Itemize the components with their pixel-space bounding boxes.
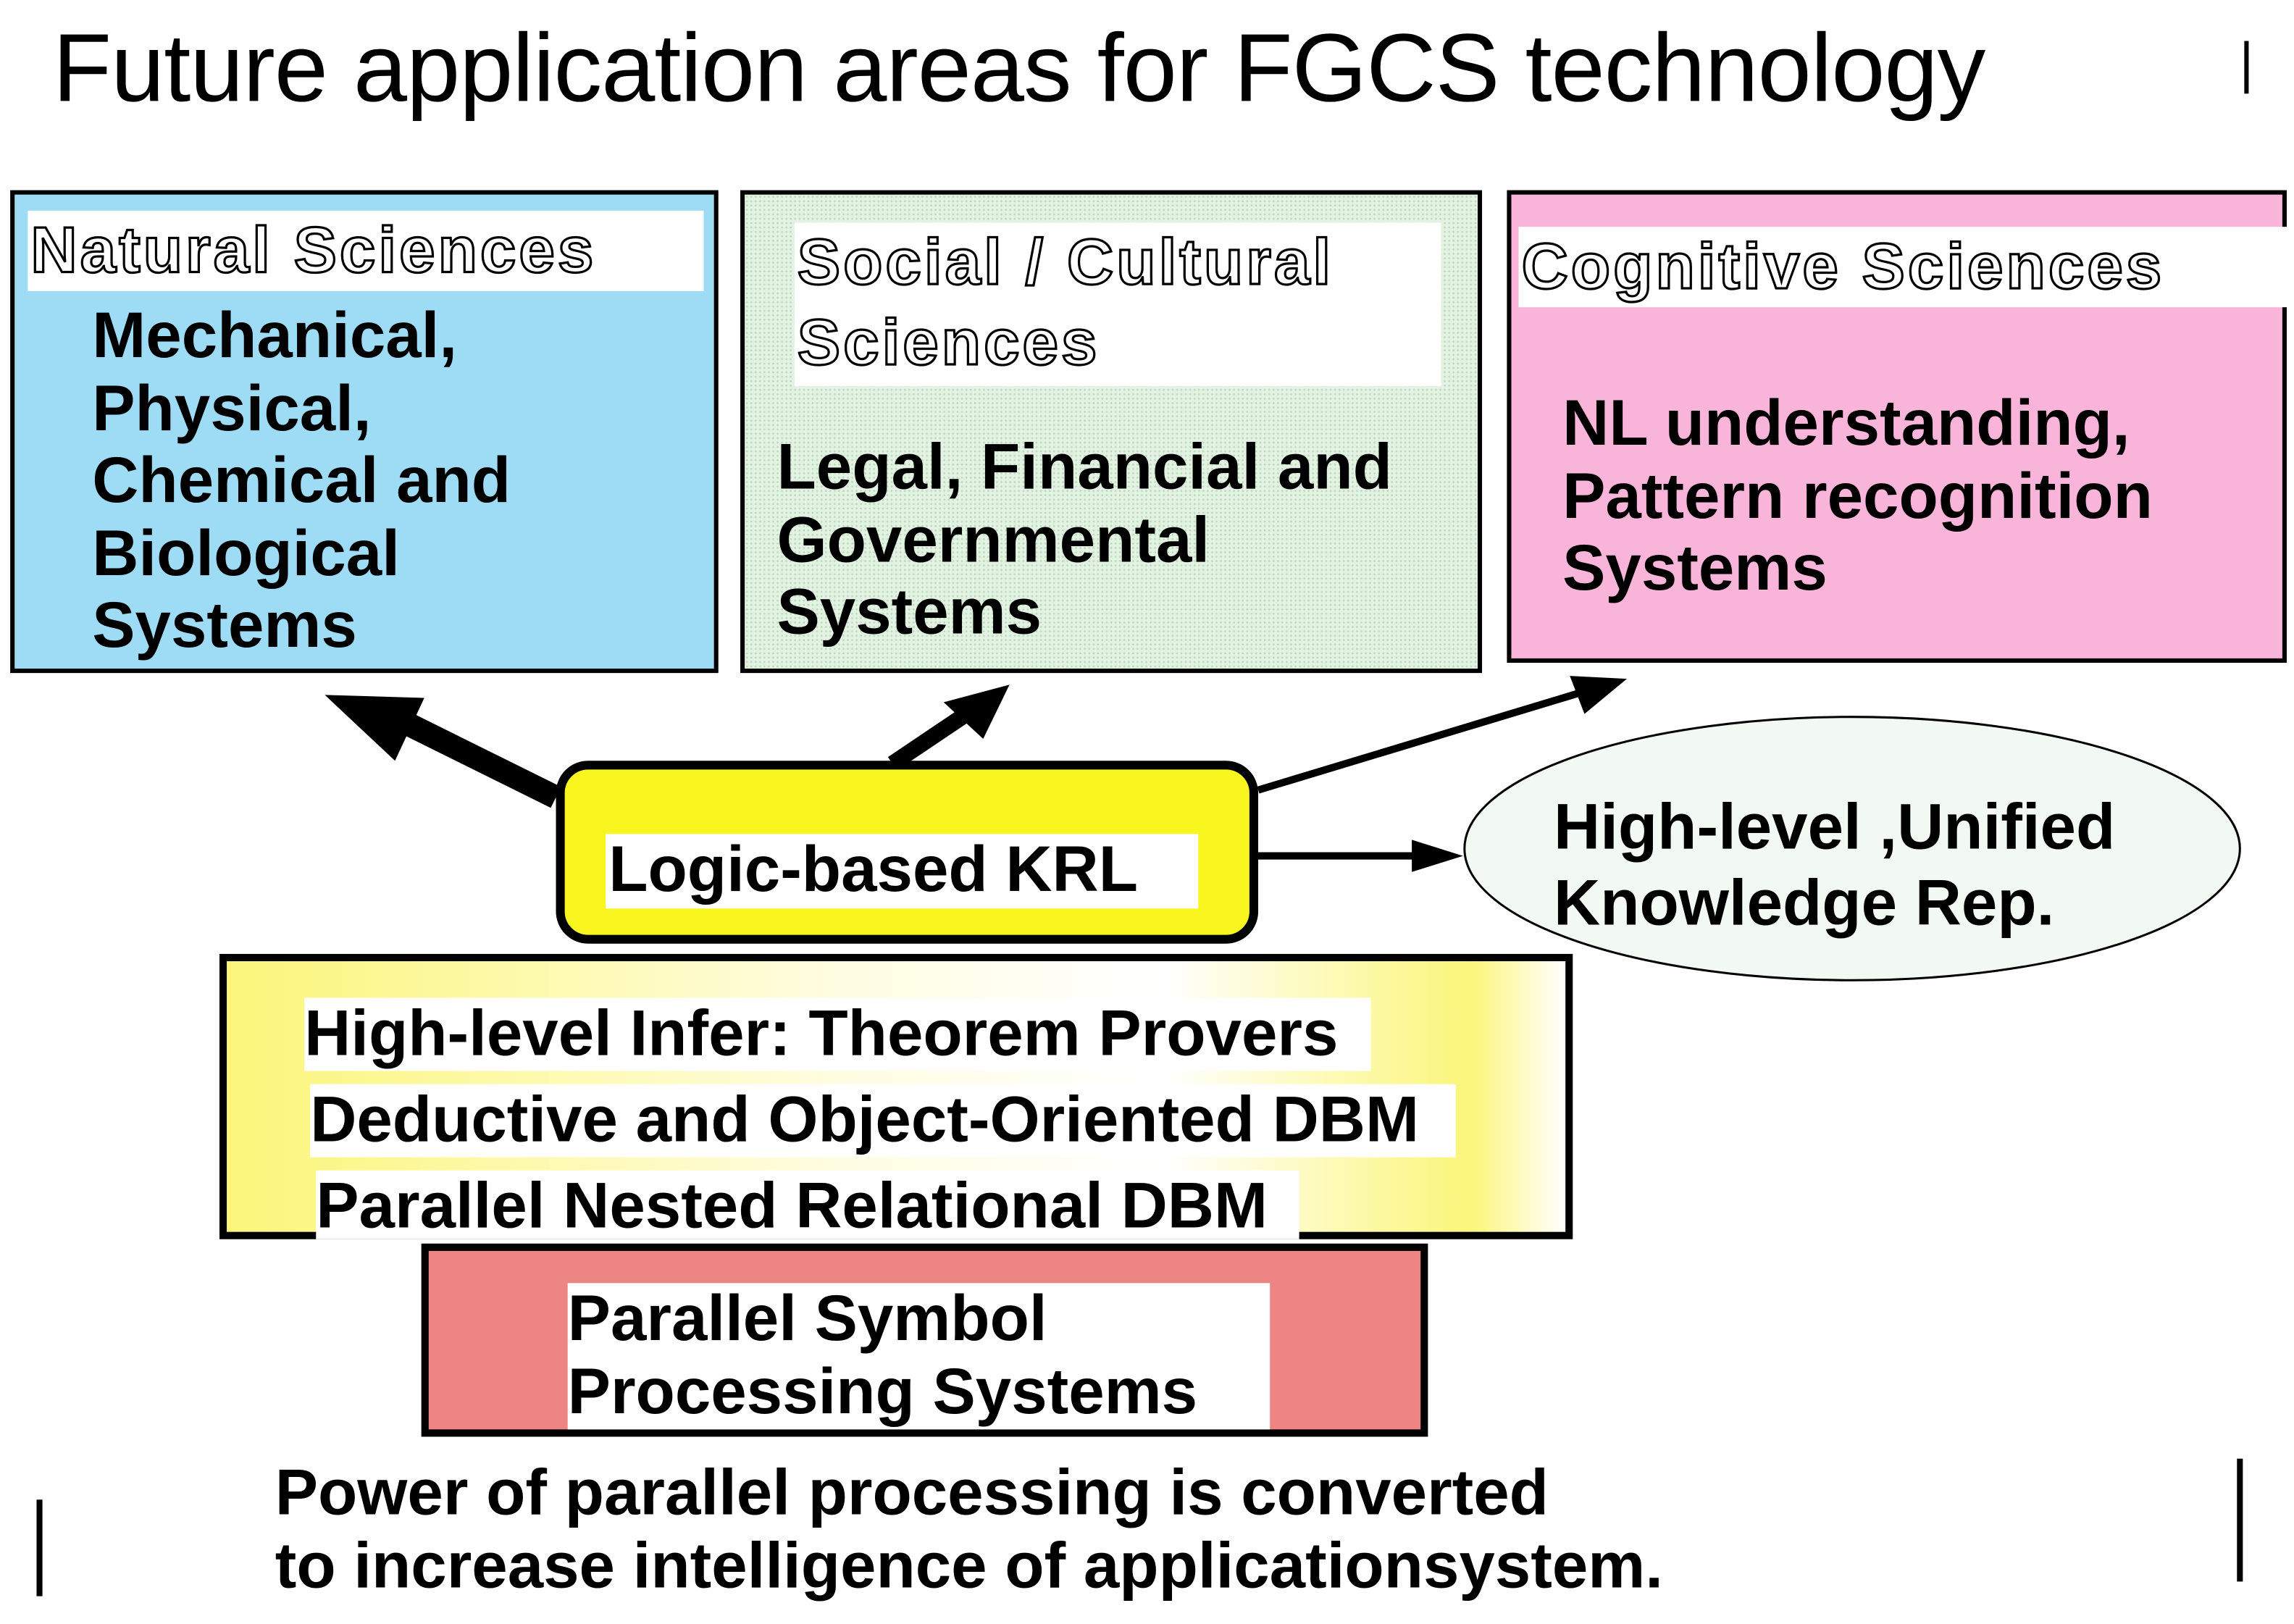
unified-label: High-level ,Unified Knowledge Rep.: [1554, 791, 2116, 939]
krl-label: Logic-based KRL: [606, 834, 1199, 909]
social-sciences-box: Social / Cultural Sciences Legal, Financ…: [740, 190, 1483, 674]
unified-ellipse: [1463, 716, 2241, 981]
arrow-to-natural: [325, 695, 561, 808]
right-edge-bar: [2237, 1458, 2243, 1582]
slide-title: Future application areas for FGCS techno…: [52, 13, 1986, 122]
natural-sciences-header: Natural Sciences: [28, 210, 704, 291]
symbol-processing-label: Parallel Symbol Processing Systems: [567, 1283, 1271, 1430]
krl-box: Logic-based KRL: [556, 761, 1259, 944]
arrow-to-social: [887, 685, 1010, 771]
inference-line-3: Parallel Nested Relational DBM: [316, 1170, 1300, 1242]
social-sciences-body: Legal, Financial and Governmental System…: [776, 431, 1392, 648]
cognitive-sciences-body: NL understanding, Pattern recognition Sy…: [1562, 388, 2153, 605]
inference-line-1: High-level Infer: Theorem Provers: [304, 997, 1370, 1071]
natural-sciences-body: Mechanical, Physical, Chemical and Biolo…: [92, 300, 511, 661]
conclusion-text: Power of parallel processing is converte…: [275, 1457, 1663, 1602]
edge-mark: [2244, 41, 2249, 94]
inference-line-2: Deductive and Object-Oriented DBM: [310, 1084, 1456, 1158]
cognitive-sciences-header: Cognitive Sciences: [1518, 227, 2290, 308]
symbol-processing-box: Parallel Symbol Processing Systems: [421, 1243, 1428, 1437]
arrow-to-cognitive: [1257, 676, 1628, 794]
inference-box: High-level Infer: Theorem Provers Deduct…: [219, 953, 1573, 1242]
arrow-to-unified: [1243, 840, 1463, 872]
natural-sciences-box: Natural Sciences Mechanical, Physical, C…: [10, 190, 719, 674]
social-sciences-header: Social / Cultural Sciences: [794, 222, 1441, 387]
left-edge-bar: [36, 1499, 43, 1596]
cognitive-sciences-box: Cognitive Sciences NL understanding, Pat…: [1507, 190, 2290, 663]
